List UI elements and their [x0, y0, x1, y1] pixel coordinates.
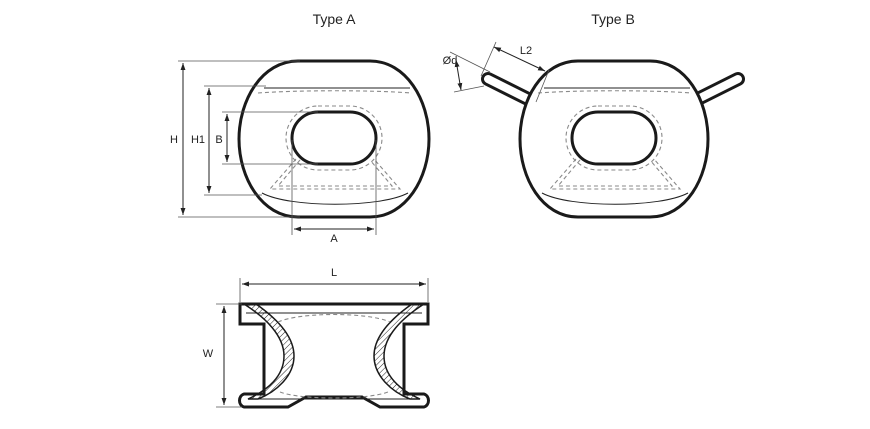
type-b-slot-hidden	[565, 105, 663, 171]
side-view: L W	[203, 267, 430, 409]
type-b-slot	[570, 110, 658, 166]
type-a-lower-rim	[261, 192, 409, 205]
side-view-hidden-top	[277, 314, 391, 323]
type-a-slot	[290, 110, 378, 166]
dimension-h: H	[170, 134, 178, 146]
side-view-outline	[238, 302, 430, 409]
type-a-outer-outline	[237, 59, 431, 219]
dimension-l: L	[331, 267, 337, 279]
type-a-slot-hidden	[285, 105, 383, 171]
type-a-hidden-cone	[268, 158, 402, 190]
dimension-a: A	[330, 233, 338, 245]
type-a-hidden-upper	[257, 90, 413, 94]
type-b-lower-rim	[541, 192, 689, 205]
dimension-l2: L2	[520, 45, 532, 57]
dimension-h1: H1	[191, 134, 205, 146]
side-view-left-section	[241, 303, 295, 400]
type-a-view: Type A H H1 B A	[170, 11, 431, 245]
dimension-b: B	[215, 134, 222, 146]
type-b-hidden-upper	[537, 90, 693, 94]
type-a-title: Type A	[313, 11, 356, 27]
type-b-left-lug-fill	[484, 75, 536, 105]
type-b-view: Type B Ød L2	[443, 11, 745, 219]
side-view-right-section	[373, 303, 427, 400]
dimension-d: Ød	[443, 55, 458, 67]
type-b-right-lug-fill	[690, 75, 742, 105]
type-b-outer-outline	[518, 59, 710, 219]
type-b-hidden-cone-inner	[556, 159, 674, 187]
type-b-hidden-cone	[548, 158, 682, 190]
side-view-hidden-bottom	[279, 391, 389, 399]
type-b-title: Type B	[591, 11, 635, 27]
type-a-hidden-cone-inner	[276, 159, 394, 187]
dimension-w: W	[203, 348, 214, 360]
